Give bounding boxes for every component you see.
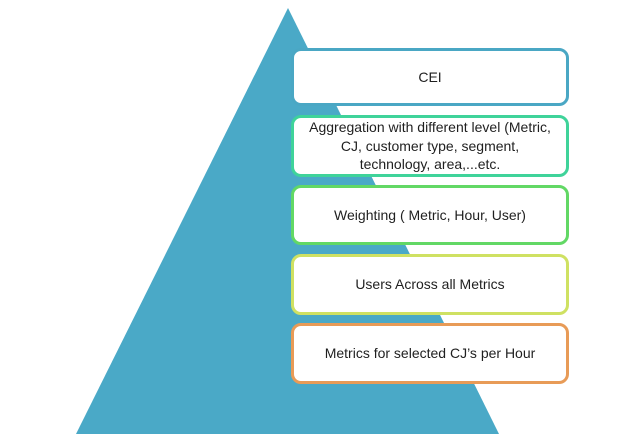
level-label-3: Weighting ( Metric, Hour, User)	[334, 206, 526, 223]
level-label-1: CEI	[418, 68, 442, 85]
level-box-3: Weighting ( Metric, Hour, User)	[291, 185, 569, 245]
level-box-2: Aggregation with different level (Metric…	[291, 115, 569, 177]
level-box-1: CEI	[291, 48, 569, 106]
level-label-4: Users Across all Metrics	[355, 276, 505, 293]
level-box-4: Users Across all Metrics	[291, 254, 569, 315]
level-label-5: Metrics for selected CJ’s per Hour	[324, 345, 536, 362]
level-box-5: Metrics for selected CJ’s per Hour	[291, 323, 569, 384]
level-label-2: Aggregation with different level (Metric…	[309, 118, 551, 173]
